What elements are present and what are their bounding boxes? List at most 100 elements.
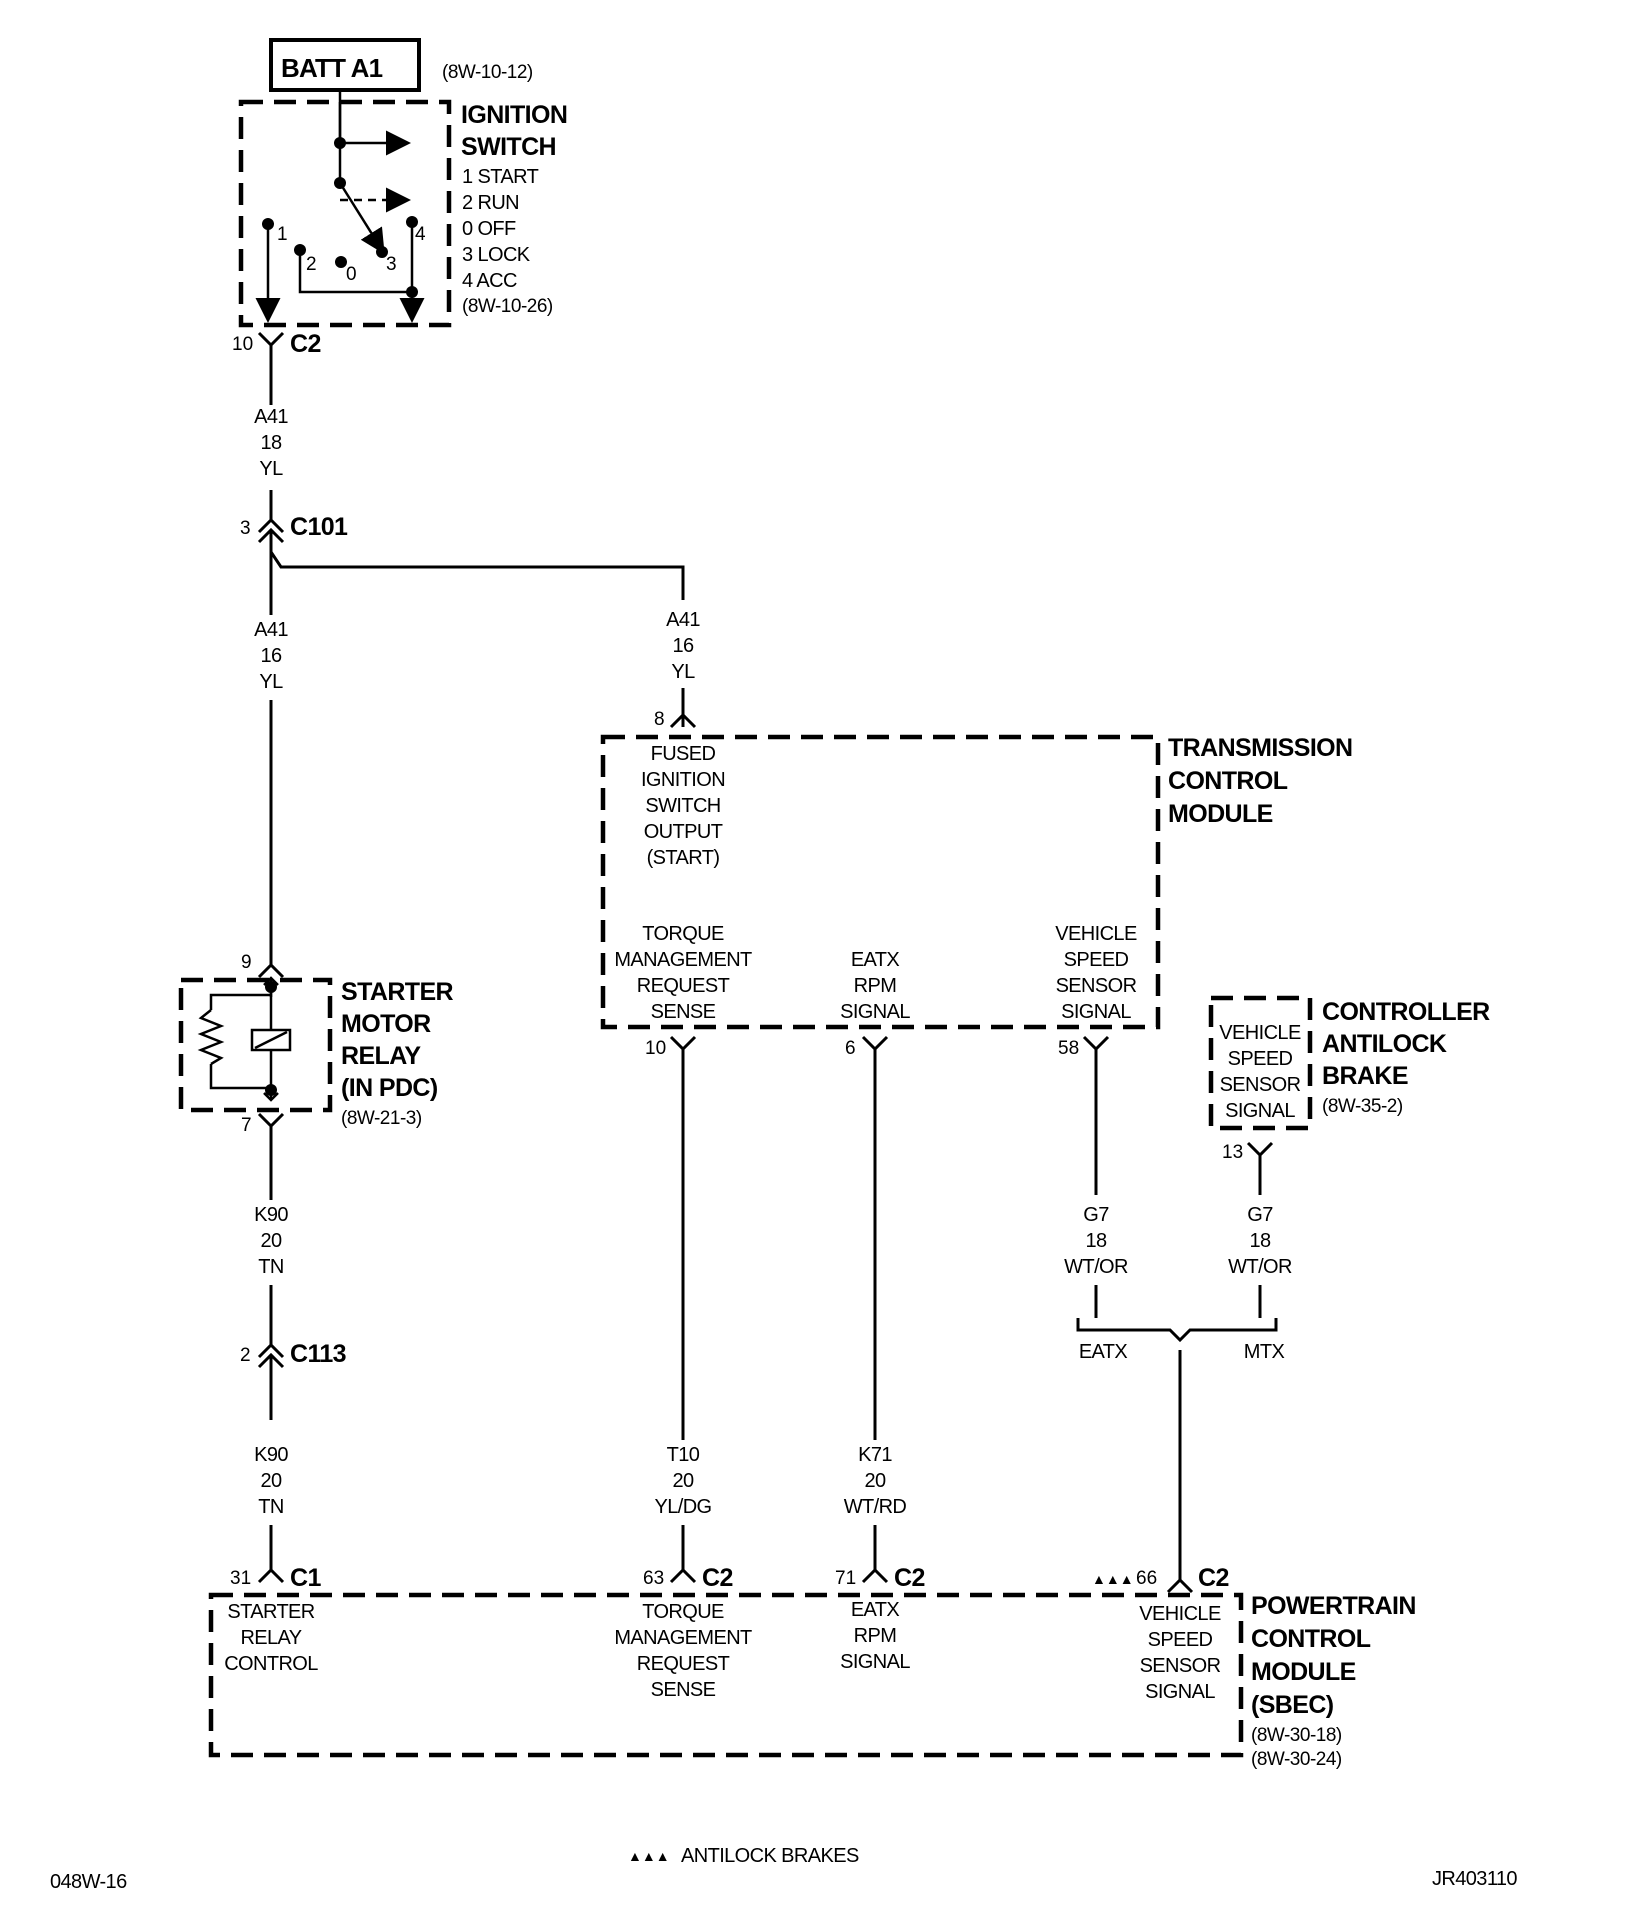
starter-motor-relay bbox=[178, 976, 333, 1113]
footnote-text: ANTILOCK BRAKES bbox=[681, 1845, 859, 1867]
pcm-conn-63: C2 bbox=[702, 1564, 733, 1592]
sw-pos-off: 0 OFF bbox=[462, 218, 516, 240]
c113-connector: 2 C113 bbox=[240, 1340, 347, 1369]
tcm-out-10-label-3: REQUEST bbox=[637, 975, 730, 997]
sw-pos-run: 2 RUN bbox=[462, 192, 519, 214]
tcm-out-10-label-4: SENSE bbox=[651, 1001, 716, 1023]
wire-a41-18-circuit: A41 bbox=[254, 406, 288, 428]
relay-pin-9: 9 bbox=[241, 952, 252, 973]
tcm-out-6-label-1: EATX bbox=[851, 949, 900, 971]
wire-k90-lower-circuit: K90 bbox=[254, 1444, 288, 1466]
ignition-switch-name-2: SWITCH bbox=[461, 133, 556, 161]
tcm-out-6-label-2: RPM bbox=[854, 975, 897, 997]
relay-pin-7: 7 bbox=[241, 1115, 252, 1136]
wire-a41-16-left-circuit: A41 bbox=[254, 619, 288, 641]
wire-a41-16-left-color: YL bbox=[259, 671, 283, 693]
pcm-ref-2: (8W-30-24) bbox=[1251, 1749, 1342, 1770]
sw-term-3: 3 bbox=[386, 254, 397, 275]
drawing-id: JR403110 bbox=[1432, 1868, 1517, 1890]
pcm-in-63-label-3: REQUEST bbox=[637, 1653, 730, 1675]
splice-mtx: MTX bbox=[1244, 1341, 1285, 1363]
tcm-out-58-label-1: VEHICLE bbox=[1055, 923, 1137, 945]
wire-g7-abs-gauge: 18 bbox=[1249, 1230, 1271, 1252]
relay-name-1: STARTER bbox=[341, 978, 454, 1006]
wire-g7-abs-color: WT/OR bbox=[1228, 1256, 1292, 1278]
pcm-name-3: MODULE bbox=[1251, 1658, 1356, 1686]
controller-antilock-brake: VEHICLE SPEED SENSOR SIGNAL bbox=[1208, 995, 1313, 1131]
wire-a41-16-right-color: YL bbox=[671, 661, 695, 683]
pcm-conn-71: C2 bbox=[894, 1564, 925, 1592]
tcm-name-3: MODULE bbox=[1168, 800, 1273, 828]
pcm-input-pins: 31 C1 63 C2 71 C2 ▲▲▲ 66 C2 bbox=[230, 1564, 1229, 1594]
starter-relay-pin-bottom: 7 bbox=[241, 1112, 285, 1136]
pcm-name-4: (SBEC) bbox=[1251, 1691, 1334, 1719]
pcm-in-66-label-3: SENSOR bbox=[1140, 1655, 1221, 1677]
abs-label-3: SENSOR bbox=[1220, 1074, 1301, 1096]
ignition-switch: 1 2 0 3 4 bbox=[238, 90, 452, 328]
sw-term-0: 0 bbox=[346, 264, 357, 285]
wire-g7-tcm-circuit: G7 bbox=[1083, 1204, 1109, 1226]
ignition-switch-name-1: IGNITION bbox=[461, 101, 567, 129]
page-id: 048W-16 bbox=[50, 1871, 127, 1893]
pcm-in-63-label-2: MANAGEMENT bbox=[614, 1627, 752, 1649]
wire-k90-upper-gauge: 20 bbox=[260, 1230, 282, 1252]
relay-name-4: (IN PDC) bbox=[341, 1074, 438, 1102]
wire-k71-gauge: 20 bbox=[864, 1470, 886, 1492]
wire-k90-lower-color: TN bbox=[258, 1496, 283, 1518]
abs-ref: (8W-35-2) bbox=[1322, 1096, 1403, 1117]
wire-a41-16-right-circuit: A41 bbox=[666, 609, 700, 631]
tcm-pin-6: 6 bbox=[845, 1038, 856, 1059]
pcm-name-1: POWERTRAIN bbox=[1251, 1592, 1416, 1620]
wire-a41-16-left-gauge: 16 bbox=[260, 645, 282, 667]
tcm-out-10-label-2: MANAGEMENT bbox=[614, 949, 752, 971]
wire-k90-upper-color: TN bbox=[258, 1256, 283, 1278]
wire-k71-circuit: K71 bbox=[858, 1444, 892, 1466]
pcm-in-31-label-3: CONTROL bbox=[224, 1653, 318, 1675]
wire-k90-upper-circuit: K90 bbox=[254, 1204, 288, 1226]
pcm-conn-66: C2 bbox=[1198, 1564, 1229, 1592]
abs-name-1: CONTROLLER bbox=[1322, 998, 1490, 1026]
abs-label-1: VEHICLE bbox=[1219, 1022, 1301, 1044]
pcm-in-71-label-3: SIGNAL bbox=[840, 1651, 910, 1673]
splice-eatx: EATX bbox=[1079, 1341, 1128, 1363]
wire-a41-18-gauge: 18 bbox=[260, 432, 282, 454]
tcm-in-label-3: SWITCH bbox=[645, 795, 720, 817]
sw-pos-lock: 3 LOCK bbox=[462, 244, 531, 266]
tcm-in-label-2: IGNITION bbox=[641, 769, 725, 791]
pcm-in-66-label-4: SIGNAL bbox=[1145, 1681, 1215, 1703]
tcm-out-10-label-1: TORQUE bbox=[642, 923, 724, 945]
wire-g7-abs-circuit: G7 bbox=[1247, 1204, 1273, 1226]
c2-top-name: C2 bbox=[290, 330, 321, 358]
wire-a41-16-right-gauge: 16 bbox=[672, 635, 694, 657]
wire-t10-gauge: 20 bbox=[672, 1470, 694, 1492]
pcm-footnote-marker: ▲▲▲ bbox=[1092, 1571, 1134, 1587]
sw-term-4: 4 bbox=[415, 224, 426, 245]
pcm-pin-31: 31 bbox=[230, 1568, 251, 1589]
pcm-in-31-label-2: RELAY bbox=[240, 1627, 301, 1649]
c101-connector: 3 C101 bbox=[240, 513, 349, 544]
abs-name-3: BRAKE bbox=[1322, 1062, 1408, 1090]
pcm-ref-1: (8W-30-18) bbox=[1251, 1725, 1342, 1746]
c101-name: C101 bbox=[290, 513, 348, 541]
wire-g7-tcm-color: WT/OR bbox=[1064, 1256, 1128, 1278]
sw-pos-start: 1 START bbox=[462, 166, 539, 188]
c2-top-connector: 10 C2 bbox=[232, 330, 321, 358]
tcm-name-1: TRANSMISSION bbox=[1168, 734, 1352, 762]
tcm-in-label-4: OUTPUT bbox=[644, 821, 723, 843]
tcm-in-label-1: FUSED bbox=[651, 743, 716, 765]
tcm-pin-in: 8 bbox=[654, 709, 697, 730]
relay-name-2: MOTOR bbox=[341, 1010, 431, 1038]
relay-ref: (8W-21-3) bbox=[341, 1108, 422, 1129]
wire-a41-18-color: YL bbox=[259, 458, 283, 480]
tcm-out-58-label-4: SIGNAL bbox=[1061, 1001, 1131, 1023]
wire-t10-color: YL/DG bbox=[654, 1496, 711, 1518]
wire-k71-color: WT/RD bbox=[844, 1496, 907, 1518]
tcm-out-58-label-2: SPEED bbox=[1064, 949, 1129, 971]
relay-name-3: RELAY bbox=[341, 1042, 421, 1070]
tcm-out-58-label-3: SENSOR bbox=[1056, 975, 1137, 997]
wire-g7-tcm-gauge: 18 bbox=[1085, 1230, 1107, 1252]
abs-label-2: SPEED bbox=[1228, 1048, 1293, 1070]
tcm-output-pins: 10 6 58 bbox=[645, 1035, 1110, 1059]
pcm-pin-71: 71 bbox=[835, 1568, 856, 1589]
ignition-switch-ref: (8W-10-26) bbox=[462, 296, 553, 317]
